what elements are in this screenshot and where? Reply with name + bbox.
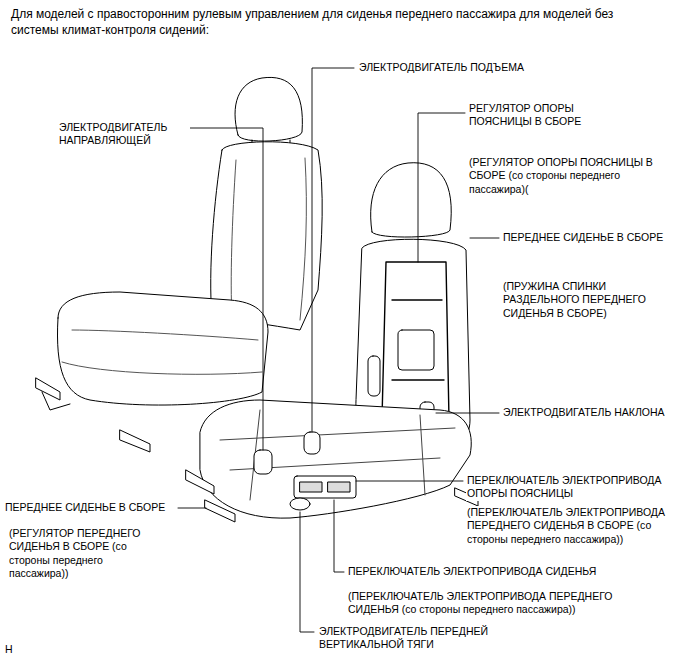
callout-label: (ПРУЖИНА СПИНКИ РАЗДЕЛЬНОГО ПЕРЕДНЕГО СИ… [502, 280, 684, 320]
seat-cushion [57, 292, 268, 405]
callout-label: ПЕРЕДНЕЕ СИДЕНЬЕ В СБОРЕ [4, 501, 166, 514]
headrest [235, 77, 302, 141]
slide-motor [254, 450, 272, 474]
callout-label: ЭЛЕКТРОДВИГАТЕЛЬ ПОДЪЕМА [358, 61, 525, 74]
callout-label: (ПЕРЕКЛЮЧАТЕЛЬ ЭЛЕКТРОПРИВОДА ПЕРЕДНЕГО … [347, 590, 649, 617]
callout-label: (РЕГУЛЯТОР ОПОРЫ ПОЯСНИЦЫ В СБОРЕ (со ст… [468, 156, 675, 196]
callout-label: ПЕРЕДНЕЕ СИДЕНЬЕ В СБОРЕ [502, 231, 664, 244]
callout-label: ЭЛЕКТРОДВИГАТЕЛЬ НАПРАВЛЯЮЩЕЙ [58, 121, 190, 148]
cushion-seam [62, 330, 262, 374]
cushion-frame-rail [220, 410, 455, 500]
callout-label: (РЕГУЛЯТОР ПЕРЕДНЕГО СИДЕНЬЯ В СБОРЕ (со… [8, 527, 160, 581]
callout-label: ЭЛЕКТРОДВИГАТЕЛЬ НАКЛОНА [502, 406, 666, 419]
callout-label: H [4, 643, 14, 656]
seatback-seam [231, 158, 306, 320]
lumbar-motor [368, 356, 380, 396]
seat-rail [36, 378, 150, 452]
leader-lines [178, 68, 499, 632]
callout-label: РЕГУЛЯТОР ОПОРЫ ПОЯСНИЦЫ В СБОРЕ [468, 102, 620, 129]
callout-label: ПЕРЕКЛЮЧАТЕЛЬ ЭЛЕКТРОПРИВОДА ОПОРЫ ПОЯСН… [466, 474, 684, 501]
page-title: Для моделей с правосторонним рулевым упр… [10, 6, 632, 38]
callout-label: ПЕРЕКЛЮЧАТЕЛЬ ЭЛЕКТРОПРИВОДА СИДЕНЬЯ [347, 565, 597, 578]
callout-label: (ПЕРЕКЛЮЧАТЕЛЬ ЭЛЕКТРОПРИВОДА ПЕРЕДНЕГО … [466, 506, 684, 546]
seat-switch [294, 476, 356, 498]
headrest [371, 163, 452, 237]
lumbar-support [398, 330, 434, 370]
callout-label: ЭЛЕКТРОДВИГАТЕЛЬ ПЕРЕДНЕЙ ВЕРТИКАЛЬНОЙ Т… [318, 625, 520, 652]
seatback-spring-frame [382, 262, 449, 420]
cushion-frame [200, 400, 471, 518]
front-vertical-motor [290, 498, 310, 510]
seat-rail [186, 470, 478, 522]
switch-knobs [300, 482, 350, 492]
lift-motor [304, 432, 320, 454]
